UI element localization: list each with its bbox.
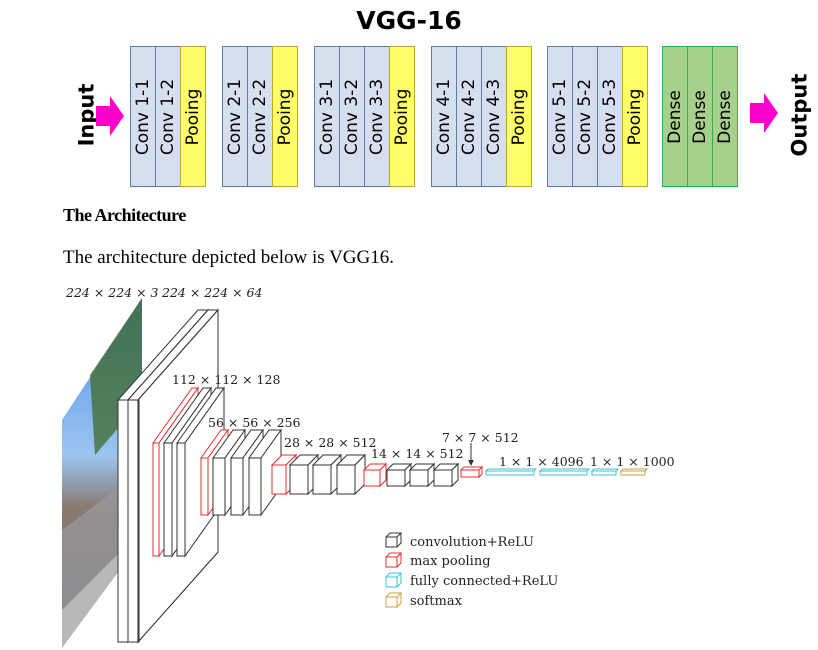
layer-conv: Conv 5-1 (547, 46, 573, 187)
section-paragraph: The architecture depicted below is VGG16… (63, 247, 394, 268)
dim-label-block5: 14 × 14 × 512 (371, 446, 464, 461)
layer-label: Conv 4-3 (484, 78, 504, 155)
layer-conv: Conv 1-2 (155, 46, 181, 187)
layer-label: Conv 5-2 (575, 78, 595, 155)
dim-label-input: 224 × 224 × 3 (65, 285, 159, 300)
layer-conv: Conv 3-1 (314, 46, 340, 187)
dim-label-block1: 224 × 224 × 64 (161, 285, 263, 300)
layer-conv: Conv 2-2 (247, 46, 273, 187)
input-arrow-icon (96, 96, 124, 136)
layer-label: Pooing (509, 88, 529, 145)
svg-text:fully connected+ReLU: fully connected+ReLU (410, 574, 558, 589)
layer-label: Pooing (183, 88, 203, 145)
input-label: Input (74, 83, 99, 147)
layer-label: Pooing (625, 88, 645, 145)
conv-block-3 (200, 428, 282, 517)
layer-label: Pooing (275, 88, 295, 145)
layer-label: Conv 3-2 (342, 78, 362, 155)
layer-label: Conv 2-1 (225, 78, 245, 155)
layer-conv: Conv 4-1 (431, 46, 457, 187)
diagram-title: VGG-16 (356, 6, 462, 35)
vgg16-3d-diagram: 224 × 224 × 3 224 × 224 × 64 112 × 112 ×… (62, 285, 675, 648)
layer-conv: Conv 5-2 (572, 46, 598, 187)
dim-label-pool5: 7 × 7 × 512 (442, 430, 519, 445)
fc-layers (484, 468, 620, 476)
svg-text:softmax: softmax (410, 594, 463, 609)
layer-label: Dense (715, 89, 735, 144)
section-heading: The Architecture (63, 205, 186, 225)
layer-pool: Pooing (272, 46, 298, 187)
layer-label: Conv 1-1 (133, 78, 153, 155)
layer-label: Pooing (392, 88, 412, 145)
layer-pool: Pooing (389, 46, 415, 187)
svg-text:convolution+ReLU: convolution+ReLU (410, 535, 534, 550)
legend: convolution+ReLU max pooling fully conne… (385, 532, 558, 609)
layer-label: Conv 4-2 (459, 78, 479, 155)
layer-conv: Conv 4-2 (456, 46, 482, 187)
legend-item-pool: max pooling (385, 552, 491, 569)
softmax-layer (619, 468, 649, 476)
layer-label: Conv 3-1 (317, 78, 337, 155)
layer-pool: Pooing (622, 46, 648, 187)
layer-conv: Conv 3-2 (339, 46, 365, 187)
dim-label-fc: 1 × 1 × 4096 (499, 454, 584, 469)
layer-label: Conv 3-3 (367, 78, 387, 155)
layer-label: Dense (690, 89, 710, 144)
svg-text:max pooling: max pooling (410, 554, 491, 569)
dim-label-block2: 112 × 112 × 128 (172, 372, 280, 387)
layer-dense: Dense (712, 46, 738, 187)
dim-label-block4: 28 × 28 × 512 (284, 435, 377, 450)
dim-label-softmax: 1 × 1 × 1000 (590, 454, 675, 469)
layer-label: Conv 5-3 (600, 78, 620, 155)
dim-label-block3: 56 × 56 × 256 (208, 415, 301, 430)
layer-label: Conv 1-2 (158, 78, 178, 155)
conv-block-5 (362, 462, 460, 488)
layer-label: Conv 5-1 (550, 78, 570, 155)
layer-conv: Conv 5-3 (597, 46, 623, 187)
layer-pool: Pooing (180, 46, 206, 187)
layer-label: Conv 4-1 (434, 78, 454, 155)
layer-dense: Dense (687, 46, 713, 187)
output-label: Output (787, 73, 812, 157)
legend-item-fc: fully connected+ReLU (385, 572, 558, 589)
layer-conv: Conv 4-3 (481, 46, 507, 187)
legend-item-conv: convolution+ReLU (385, 532, 534, 550)
layer-label: Dense (665, 89, 685, 144)
layer-conv: Conv 3-3 (364, 46, 390, 187)
layer-label: Conv 2-2 (250, 78, 270, 155)
pool5 (459, 465, 484, 479)
layer-conv: Conv 1-1 (130, 46, 156, 187)
layer-dense: Dense (662, 46, 688, 187)
conv-block-4 (270, 453, 367, 496)
layer-conv: Conv 2-1 (222, 46, 248, 187)
output-arrow-icon (750, 93, 778, 133)
legend-item-softmax: softmax (385, 592, 463, 609)
layer-pool: Pooing (506, 46, 532, 187)
